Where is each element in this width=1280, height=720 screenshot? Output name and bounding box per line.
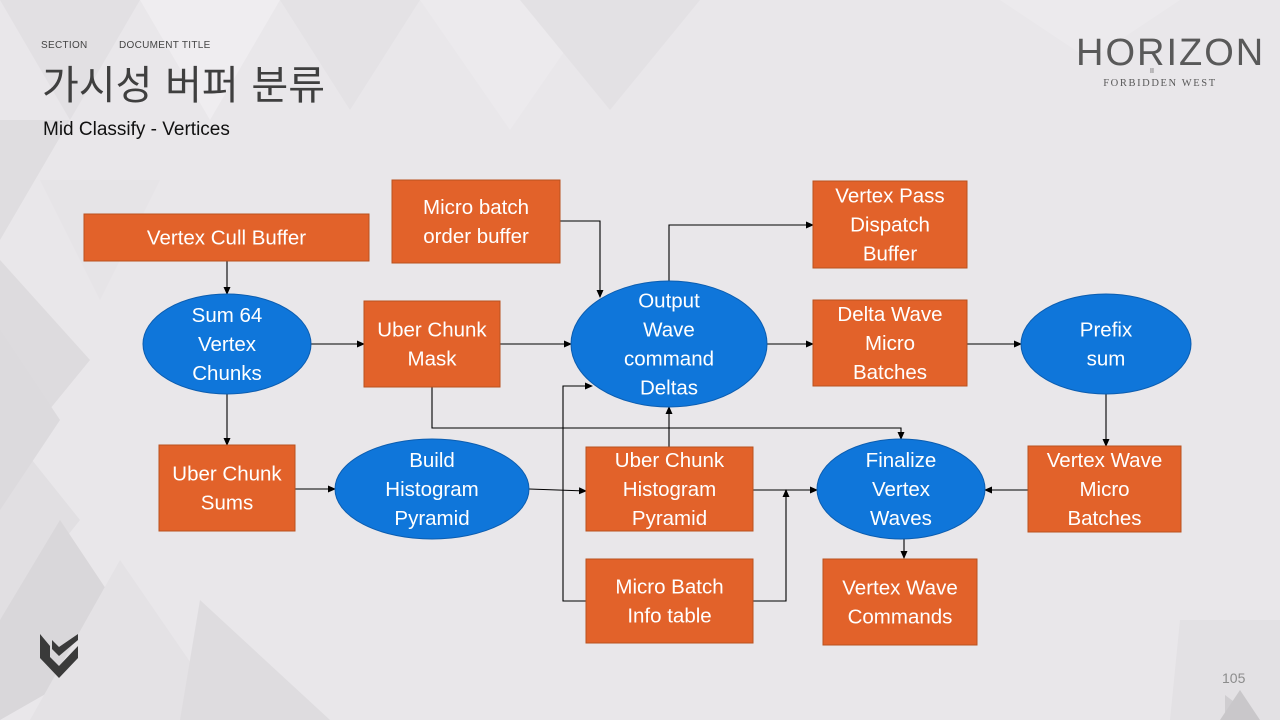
node-shape <box>1020 293 1192 395</box>
logo-wordmark: HORIZON <box>1076 32 1266 74</box>
node-label-line: Micro <box>865 332 915 355</box>
node-label-line: Output <box>638 290 700 313</box>
node-label-line: Micro batch <box>423 196 529 219</box>
node-shape <box>334 438 530 540</box>
node-label-line: Batches <box>853 361 927 384</box>
logo-tagline: FORBIDDEN WEST <box>1103 78 1217 89</box>
node-shape <box>142 293 312 395</box>
node-micro-batch-order-buffer: Micro batch order buffer <box>391 179 561 264</box>
node-label-line: Chunks <box>192 362 262 385</box>
node-label-line: Vertex <box>198 333 257 356</box>
node-label-line: Commands <box>848 606 953 629</box>
edge-micro-batch-info-table-to-finalize-vertex-waves <box>753 489 790 602</box>
node-label-line: Prefix <box>1080 319 1133 342</box>
node-label-line: Waves <box>870 507 932 530</box>
node-label-line: Wave <box>643 319 695 342</box>
node-label-line: Pyramid <box>394 507 469 530</box>
node-label-line: Vertex Wave <box>1047 449 1162 472</box>
node-label-line: Pyramid <box>632 507 707 530</box>
page-subtitle: Mid Classify - Vertices <box>43 119 230 140</box>
node-label-line: order buffer <box>423 225 529 248</box>
node-label-line: Info table <box>627 605 711 628</box>
section-label: SECTION <box>41 40 88 51</box>
node-shape <box>363 300 501 388</box>
logo-edition: II <box>1150 68 1154 75</box>
edge-output-wave-command-deltas-to-vertex-pass-dispatch-buffer <box>668 221 814 281</box>
node-prefix-sum: Prefix sum <box>1020 293 1192 395</box>
node-label-line: Uber Chunk <box>377 319 487 342</box>
node-shape <box>83 213 370 262</box>
page-title: 가시성 버퍼 분류 <box>42 63 326 109</box>
node-label-line: Vertex Cull Buffer <box>147 227 306 250</box>
node-label-line: Uber Chunk <box>172 463 282 486</box>
node-label-line: Micro <box>1079 478 1129 501</box>
node-label-line: Finalize <box>866 449 937 472</box>
node-label-line: Histogram <box>385 478 478 501</box>
node-shape <box>816 438 986 540</box>
node-shape <box>812 299 968 387</box>
node-shape <box>391 179 561 264</box>
node-label-line: Batches <box>1067 507 1141 530</box>
node-shape <box>812 180 968 269</box>
node-shape <box>822 558 978 646</box>
node-label-line: Vertex Wave <box>842 577 957 600</box>
edge-micro-batch-info-table-to-output-wave-command-deltas <box>562 382 593 602</box>
node-shape <box>570 280 768 408</box>
page-number: 105 <box>1222 670 1246 686</box>
node-label-line: Vertex Pass <box>835 185 944 208</box>
nodes: Vertex Cull Buffer Micro batch order buffe… <box>83 179 1192 646</box>
node-label-line: Sum 64 <box>192 304 263 327</box>
edge-build-histogram-pyramid-to-uber-chunk-histogram-pyramid <box>528 487 587 495</box>
node-label-line: Buffer <box>863 243 917 266</box>
node-label-line: Dispatch <box>850 214 930 237</box>
document-title-label: DOCUMENT TITLE <box>119 40 211 51</box>
node-shape <box>1027 445 1182 533</box>
node-label-line: Mask <box>408 348 458 371</box>
node-label-line: Histogram <box>623 478 716 501</box>
edge-uber-chunk-mask-to-finalize-vertex-waves <box>431 387 905 440</box>
node-shape <box>158 444 296 532</box>
node-label-line: Vertex <box>872 478 931 501</box>
node-shape <box>585 446 754 532</box>
node-label-line: command <box>624 348 714 371</box>
node-shape <box>585 558 754 644</box>
node-label-line: Deltas <box>640 377 698 400</box>
node-label-line: Micro Batch <box>615 576 723 599</box>
node-label-line: sum <box>1087 348 1126 371</box>
studio-chevron-logo <box>40 634 78 678</box>
node-label-line: Build <box>409 449 455 472</box>
node-vertex-cull-buffer: Vertex Cull Buffer <box>83 213 370 262</box>
node-label-line: Delta Wave <box>837 303 942 326</box>
edges <box>223 220 1110 602</box>
edge-micro-batch-order-buffer-to-output-wave-command-deltas <box>560 220 604 298</box>
node-label-line: Sums <box>201 492 253 515</box>
node-label-line: Uber Chunk <box>615 449 725 472</box>
